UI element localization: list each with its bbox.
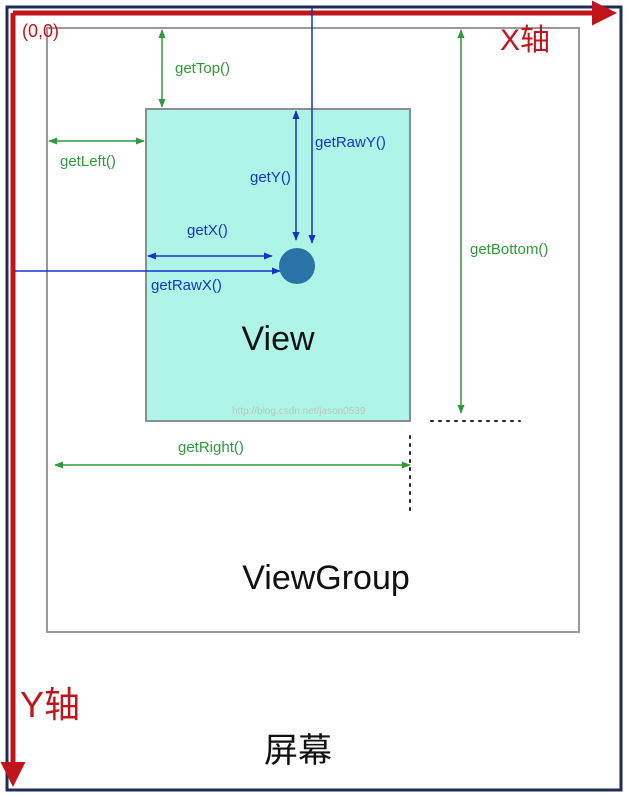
get-right-label: getRight() [178, 439, 244, 456]
get-y-label: getY() [250, 169, 291, 186]
x-axis-label: X轴 [500, 24, 550, 57]
get-top-label: getTop() [175, 60, 230, 77]
viewgroup-frame [46, 27, 580, 633]
get-bottom-label: getBottom() [470, 241, 548, 258]
screen-label: 屏幕 [264, 732, 332, 770]
get-raw-x-label: getRawX() [151, 277, 222, 294]
viewgroup-label: ViewGroup [242, 559, 410, 597]
touch-point-circle [279, 248, 315, 284]
view-rectangle [145, 108, 411, 422]
watermark-text: http://blog.csdn.net/jason0539 [232, 406, 366, 417]
get-left-label: getLeft() [60, 153, 116, 170]
view-label: View [241, 320, 315, 358]
y-axis-label: Y轴 [20, 684, 80, 725]
origin-label: (0,0) [22, 21, 59, 41]
get-x-label: getX() [187, 222, 228, 239]
get-raw-y-label: getRawY() [315, 134, 386, 151]
